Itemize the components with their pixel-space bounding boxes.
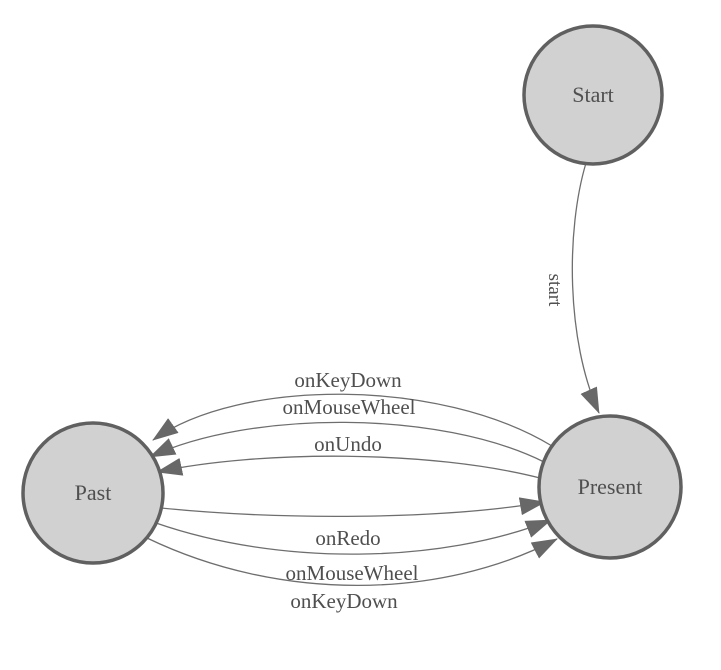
edge-label-onkeydown-top: onKeyDown (294, 368, 402, 392)
state-node-past: Past (21, 421, 165, 565)
edge-label-start: start (544, 274, 565, 307)
edge-past-to-present-onredo (160, 497, 546, 518)
edge-past-to-present-onkeydown (146, 537, 558, 586)
node-label-present: Present (578, 474, 643, 499)
state-circle-start (522, 24, 664, 166)
state-node-present: Present (537, 414, 683, 560)
edge-present-to-past-onmousewheel (149, 421, 545, 463)
edge-start-to-present (571, 162, 600, 414)
edge-present-to-past-onkeydown (152, 393, 553, 447)
edge-past-to-present-onmousewheel (155, 519, 552, 555)
node-label-past: Past (75, 480, 112, 505)
state-node-start: Start (522, 24, 664, 166)
edge-label-onundo: onUndo (314, 432, 382, 456)
edge-label-onredo: onRedo (315, 526, 380, 550)
edge-label-onmousewheel-bottom: onMouseWheel (286, 561, 419, 585)
edge-label-onkeydown-bottom: onKeyDown (290, 589, 398, 613)
state-circle-present (537, 414, 683, 560)
node-label-start: Start (572, 82, 614, 107)
state-circle-past (21, 421, 165, 565)
edge-present-to-past-onundo (156, 455, 541, 479)
edge-label-onmousewheel-top: onMouseWheel (283, 395, 416, 419)
